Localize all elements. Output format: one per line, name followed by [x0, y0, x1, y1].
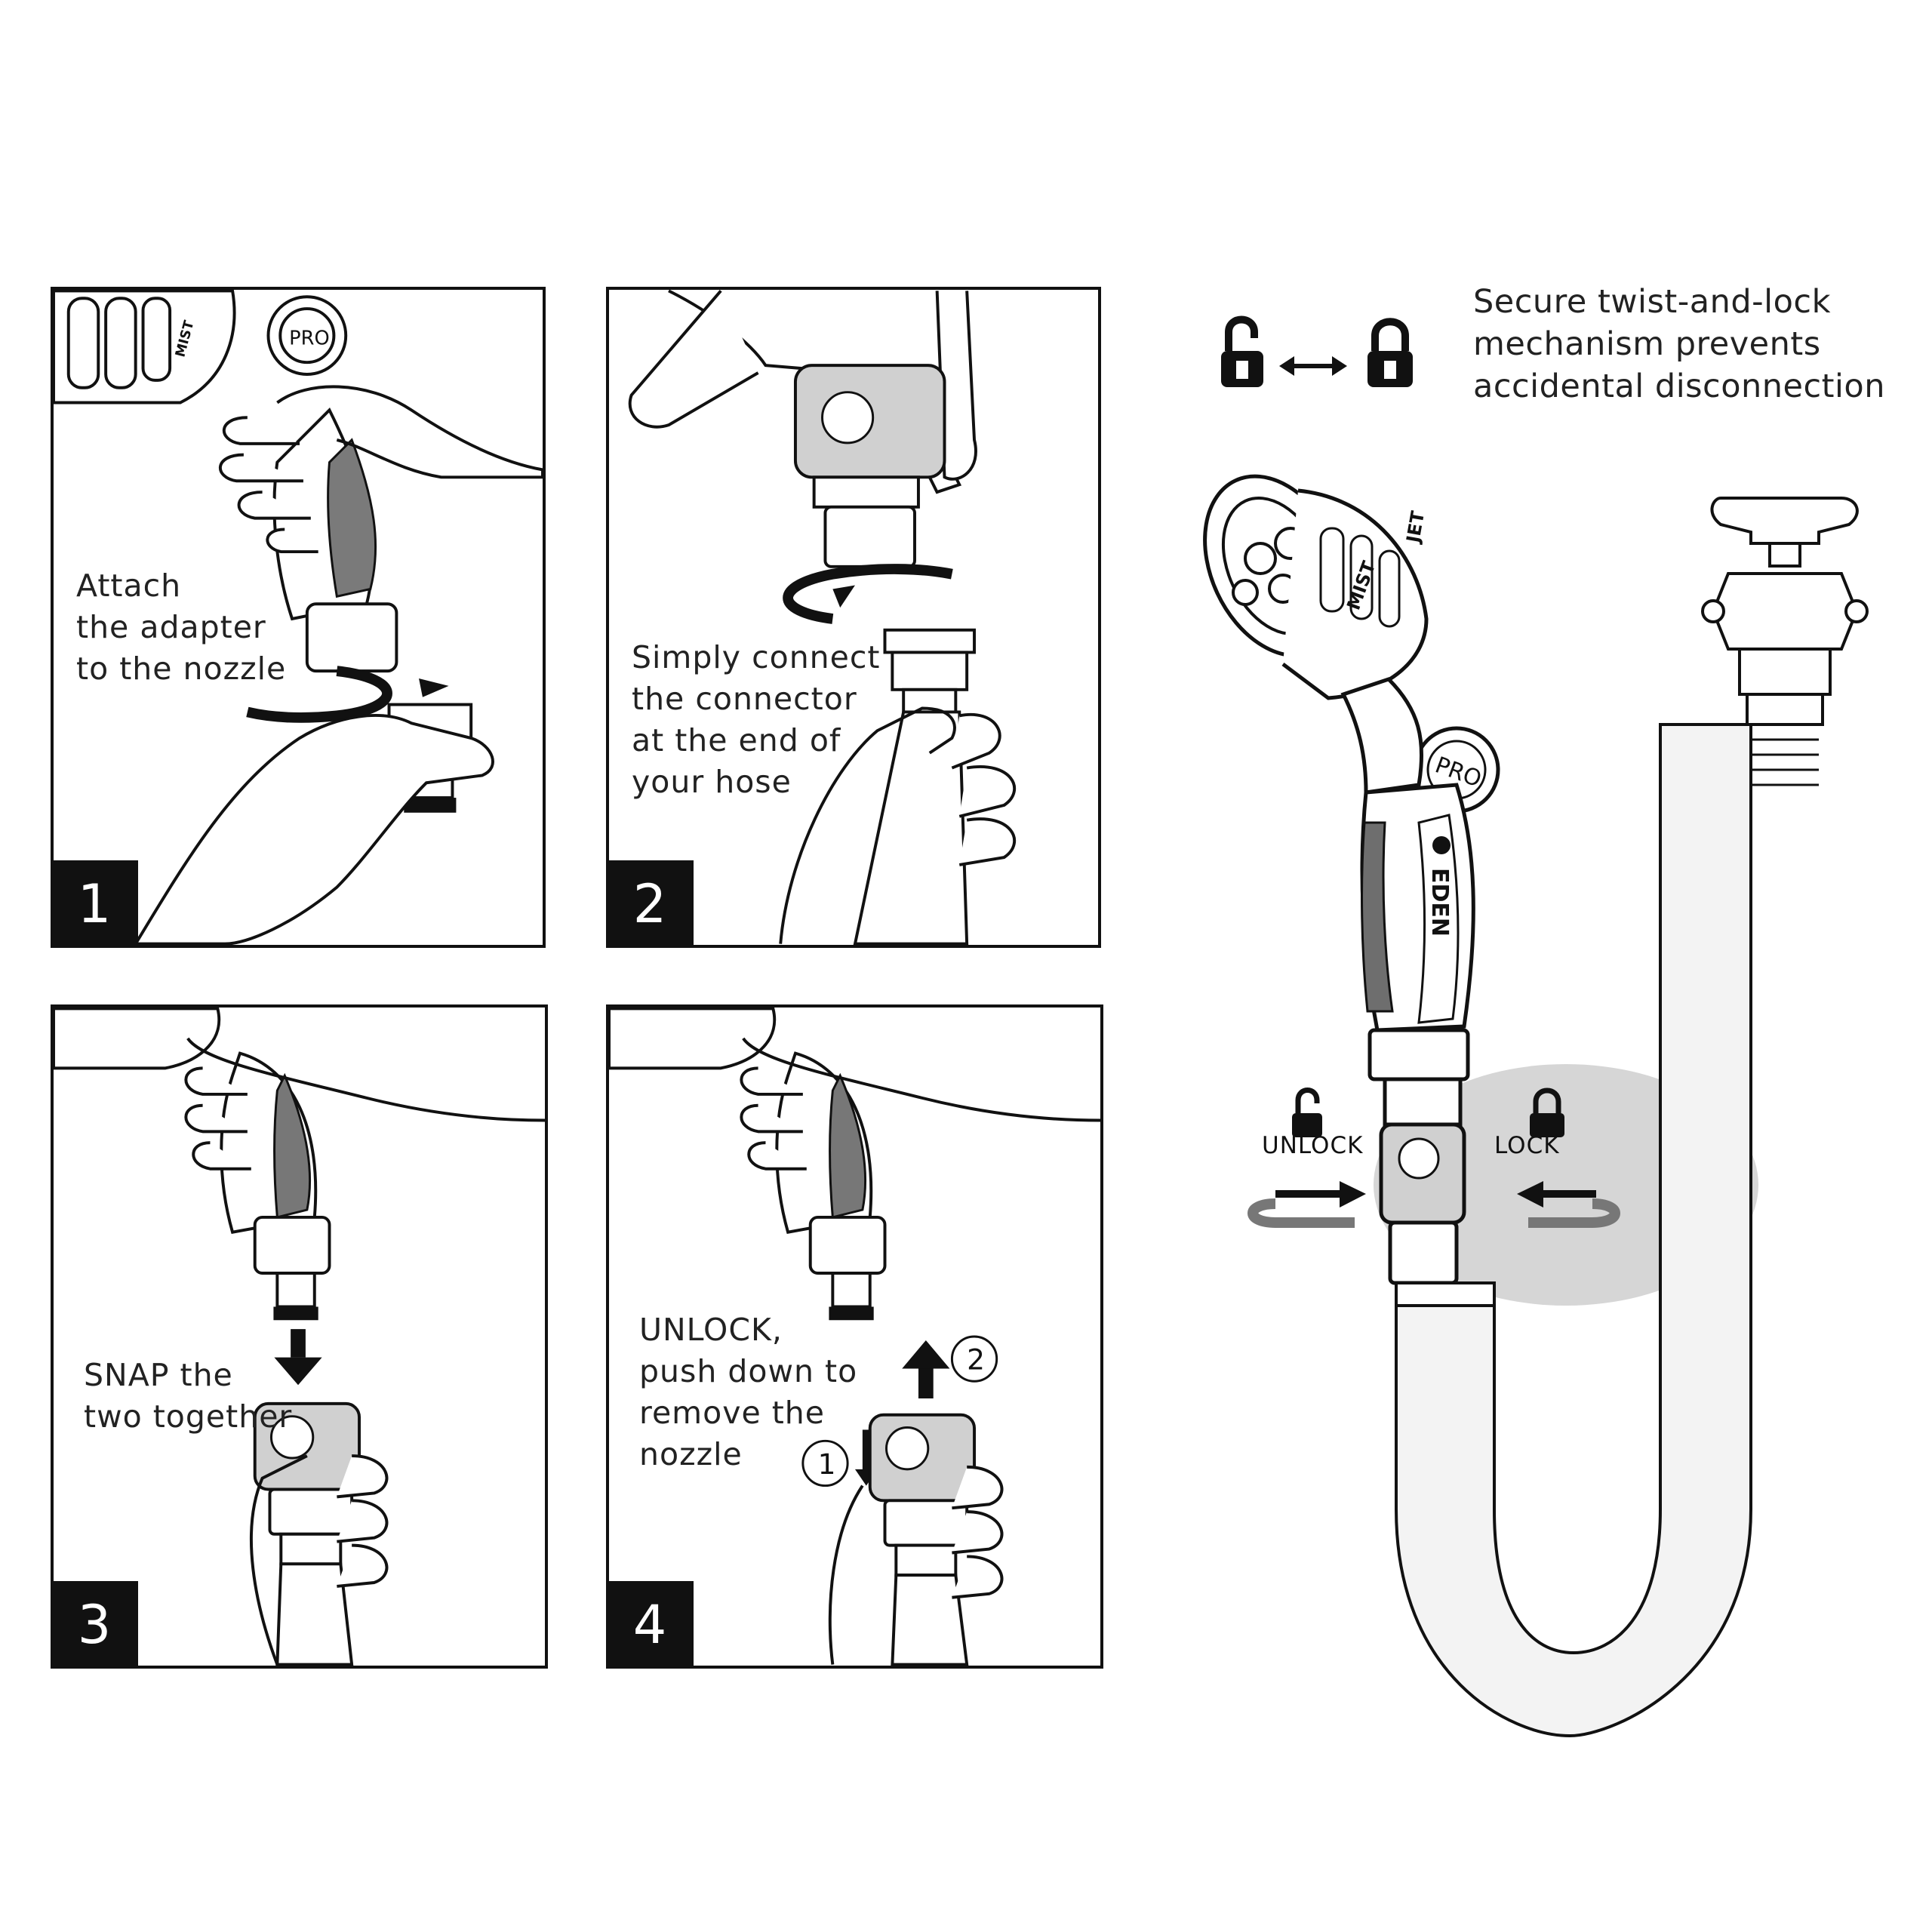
spray-nozzle: MIST JET PRO EDEN — [1203, 474, 1500, 1307]
callout-2-label: 2 — [967, 1343, 985, 1376]
unlock-label: UNLOCK — [1262, 1132, 1364, 1159]
hose-coupling-ribs — [1751, 738, 1819, 786]
brand-label: EDEN — [1426, 868, 1453, 937]
step-3-panel: SNAP the two together 3 — [51, 1004, 548, 1669]
svg-text:JET: JET — [1402, 509, 1429, 546]
step-1-caption: Attach the adapter to the nozzle — [76, 568, 287, 687]
step-4-illustration: 2 1 — [609, 1008, 1100, 1666]
step-3-illustration — [54, 1008, 545, 1666]
step-1-number-badge: 1 — [54, 860, 138, 945]
step-2-panel: Simply connect the connector at the end … — [606, 287, 1101, 948]
step-2-caption: Simply connect the connector at the end … — [632, 639, 881, 800]
step-4-panel: 2 1 UNLOCK, push down to remove the nozz… — [606, 1004, 1103, 1669]
lock-legend — [1221, 315, 1413, 387]
rotate-arrow-icon — [1247, 1181, 1366, 1228]
padlock-open-icon — [1221, 315, 1263, 387]
pro-badge-text: PRO — [289, 327, 330, 349]
lock-label: LOCK — [1494, 1132, 1560, 1159]
nozzle-hose-illustration: MIST JET PRO EDEN — [1203, 474, 1869, 1738]
step-4-number-badge: 4 — [609, 1581, 694, 1666]
hose — [1395, 723, 1752, 1738]
rotate-arrow-icon — [1517, 1181, 1620, 1228]
step-2-number-badge: 2 — [609, 860, 694, 945]
step-2-illustration — [628, 290, 1017, 945]
step-1-illustration: PRO MIST — [54, 290, 543, 945]
step-3-number-badge: 3 — [54, 1581, 138, 1666]
step-4-caption: UNLOCK, push down to remove the nozzle — [639, 1312, 858, 1472]
padlock-closed-icon — [1367, 318, 1413, 387]
step-3-caption: SNAP the two together — [84, 1357, 293, 1435]
step-1-panel: PRO MIST Attach the adapter to the nozzl… — [51, 287, 546, 948]
secure-mechanism-description: Secure twist-and-lock mechanism prevents… — [1473, 283, 1885, 405]
double-arrow-icon — [1279, 356, 1347, 376]
padlock-open-icon — [1292, 1088, 1322, 1137]
faucet — [1701, 497, 1869, 726]
padlock-closed-icon — [1530, 1088, 1564, 1137]
callout-1-label: 1 — [818, 1447, 836, 1481]
